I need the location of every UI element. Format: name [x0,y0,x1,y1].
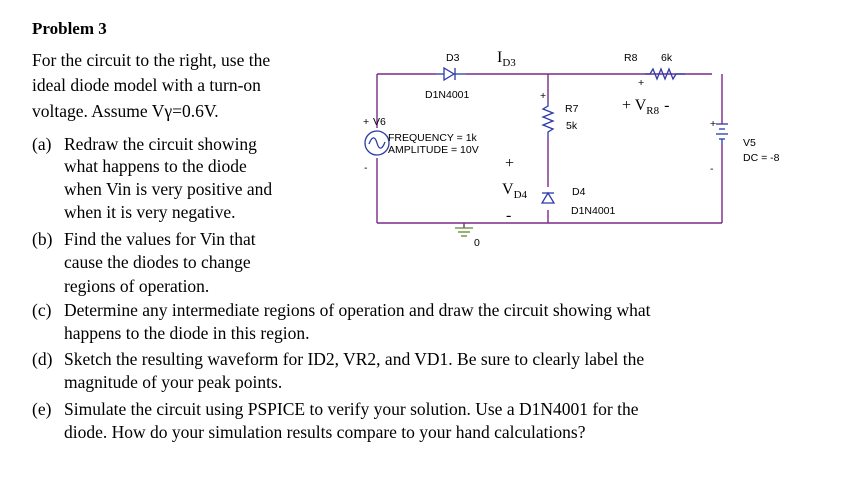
v6-ref-label: V6 [373,116,386,128]
vd4-label: VD4 [502,181,528,201]
resistor-r8 [645,67,685,81]
v6-plus: + [363,116,369,128]
question-e-line-1: Simulate the circuit using PSPICE to ver… [64,399,639,419]
voltage-source-v6 [364,130,390,156]
v6-minus: - [364,162,368,174]
question-a-line-3: when Vin is very positive and [64,179,273,199]
question-d-line-1: Sketch the resulting waveform for ID2, V… [64,349,645,369]
id3-label: ID3 [497,49,516,69]
d4-model-label: D1N4001 [571,205,616,217]
ground-symbol [455,227,473,237]
d4-ref-label: D4 [572,186,586,198]
r7-plus: + [540,90,546,102]
d3-model-label: D1N4001 [425,89,470,101]
v5-plus: + [710,118,716,130]
question-a-line-2: what happens to the diode [64,156,247,176]
vr8-label: + VR8- [622,97,669,117]
ground-label: 0 [474,237,480,249]
intro-line-1: For the circuit to the right, use the [32,50,271,70]
question-b-line-2: cause the diodes to change [64,252,251,272]
question-e-line-2: diode. How do your simulation results co… [64,422,586,442]
diode-d3 [436,66,466,82]
r8-ref-label: R8 [624,52,638,64]
resistor-r7 [541,102,555,138]
vd4-plus: + [505,155,514,172]
question-b-line-3: regions of operation. [64,276,210,296]
v6-frequency-label: FREQUENCY = 1k [388,132,478,144]
v5-ref-label: V5 [743,137,756,149]
question-a-line-4: when it is very negative. [64,202,236,222]
r7-ref-label: R7 [565,103,579,115]
intro-line-3: voltage. Assume Vγ=0.6V. [32,101,219,121]
d3-ref-label: D3 [446,52,460,64]
r7-value-label: 5k [566,120,578,132]
diode-d4 [540,191,556,204]
v5-minus: - [710,163,714,175]
v6-amplitude-label: AMPLITUDE = 10V [388,144,479,156]
v5-value-label: DC = -8 [743,152,780,164]
question-c-label: (c) [32,300,52,320]
question-a-line-1: Redraw the circuit showing [64,134,257,154]
battery-v5 [716,123,728,144]
question-d-label: (d) [32,349,53,369]
question-e-label: (e) [32,399,52,419]
vd4-minus: - [506,207,511,224]
question-d-line-2: magnitude of your peak points. [64,372,283,392]
r8-value-label: 6k [661,52,673,64]
question-c-line-2: happens to the diode in this region. [64,323,310,343]
question-b-label: (b) [32,229,53,249]
question-b-line-1: Find the values for Vin that [64,229,256,249]
question-c-line-1: Determine any intermediate regions of op… [64,300,651,320]
intro-line-2: ideal diode model with a turn-on [32,75,261,95]
circuit-schematic: D3 D1N4001 ID3 R8 6k + + VR8- + V6 FREQU… [363,49,780,249]
r8-plus: + [638,77,644,89]
problem-title: Problem 3 [32,19,107,38]
question-a-label: (a) [32,134,52,154]
